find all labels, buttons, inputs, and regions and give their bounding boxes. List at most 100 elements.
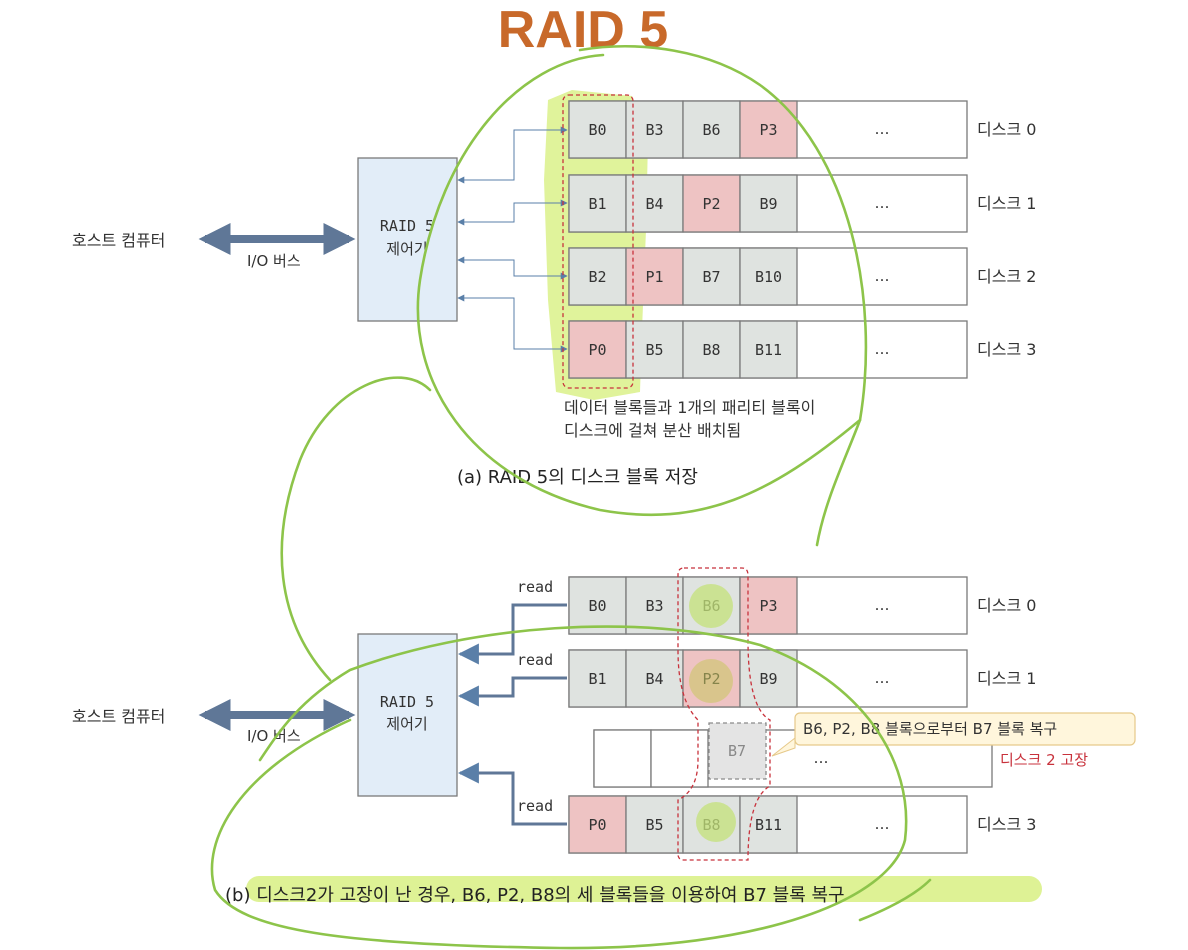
controller-label-line1: RAID 5 <box>380 693 434 711</box>
parity-block <box>625 247 684 306</box>
recovery-callout-text: B6, P2, B8 블록으로부터 B7 블록 복구 <box>803 720 1057 738</box>
recovered-block-b7 <box>708 722 767 780</box>
data-block <box>739 795 798 854</box>
block-label: B3 <box>645 597 663 615</box>
data-block <box>593 729 652 788</box>
block-label: B10 <box>755 268 782 286</box>
data-block <box>739 174 798 233</box>
caption-b: (b) 디스크2가 고장이 난 경우, B6, P2, B8의 세 블록들을 이… <box>225 885 845 906</box>
block-label: B4 <box>645 195 663 213</box>
block-label: B5 <box>645 341 663 359</box>
block-label: B9 <box>759 195 777 213</box>
block-label: B0 <box>588 121 606 139</box>
block-label: B2 <box>588 268 606 286</box>
connector-disk-1 <box>457 199 568 226</box>
disk-label: 디스크 3 <box>977 815 1036 834</box>
block-label: B1 <box>588 195 606 213</box>
block-label: P0 <box>588 816 606 834</box>
data-block <box>739 649 798 708</box>
read-arrow-disk-1 <box>457 676 567 707</box>
data-block <box>682 100 741 159</box>
disk-fault-label: 디스크 2 고장 <box>1000 751 1088 769</box>
disk-label: 디스크 1 <box>977 669 1036 688</box>
block-ellipsis: … <box>875 340 890 358</box>
read-label: read <box>517 797 553 815</box>
recovered-block-label: B7 <box>728 742 746 760</box>
disk-label: 디스크 0 <box>977 596 1036 615</box>
block-ellipsis: … <box>875 194 890 212</box>
annotation-tail-top <box>815 418 862 547</box>
connector-disk-2 <box>457 256 568 280</box>
block-label: P1 <box>645 268 663 286</box>
block-ellipsis: … <box>875 669 890 687</box>
disk-row: B0 B3 B6 P3 … 디스크 0 <box>568 100 1036 159</box>
controller-label-line2: 제어기 <box>386 240 427 258</box>
caption-highlight <box>246 876 1042 902</box>
data-block <box>625 320 684 379</box>
block-label: B3 <box>645 121 663 139</box>
data-block <box>682 247 741 306</box>
block-label: B5 <box>645 816 663 834</box>
data-block <box>568 100 627 159</box>
io-bus-label: I/O 버스 <box>247 727 301 745</box>
data-block <box>682 320 741 379</box>
data-block <box>568 576 627 635</box>
data-block <box>650 729 709 788</box>
block-label: B1 <box>588 670 606 688</box>
disk-label: 디스크 3 <box>977 340 1036 359</box>
disk-label: 디스크 1 <box>977 194 1036 213</box>
highlight-b8 <box>696 802 736 842</box>
block-label: P3 <box>759 597 777 615</box>
annotation-tail-bottom <box>858 878 932 922</box>
connector-disk-3 <box>457 294 568 353</box>
read-label: read <box>517 578 553 596</box>
controller-label-line2: 제어기 <box>386 715 427 733</box>
annotation-loop-top <box>416 45 868 517</box>
annotation-loop-left <box>280 376 432 682</box>
block-ellipsis: … <box>814 749 829 767</box>
parity-block <box>568 320 627 379</box>
annotation-loop-bottom <box>210 625 908 950</box>
block-label: P3 <box>759 121 777 139</box>
raid-controller-box <box>357 157 458 322</box>
block-label: B8 <box>702 341 720 359</box>
block-label: B6 <box>702 121 720 139</box>
host-computer-label: 호스트 컴퓨터 <box>72 231 165 250</box>
disk-label: 디스크 0 <box>977 120 1036 139</box>
block-ellipsis: … <box>875 267 890 285</box>
data-block <box>739 247 798 306</box>
read-label: read <box>517 651 553 669</box>
connector-disk-0 <box>457 126 568 184</box>
block-ellipsis: … <box>875 120 890 138</box>
controller-label-line1: RAID 5 <box>380 217 434 235</box>
data-block <box>625 100 684 159</box>
stripe-dashed-outline <box>562 94 634 389</box>
data-block <box>625 576 684 635</box>
caption-a: (a) RAID 5의 디스크 블록 저장 <box>457 467 698 488</box>
read-arrow-disk-0 <box>457 603 567 665</box>
recovery-stripe-outline <box>677 567 771 861</box>
callout-pointer <box>771 736 796 757</box>
read-arrow-disk-3 <box>457 762 567 826</box>
block-ellipsis: … <box>875 815 890 833</box>
block-label: B11 <box>755 341 782 359</box>
block-label: B9 <box>759 670 777 688</box>
highlight-p2 <box>689 659 733 703</box>
block-label: B4 <box>645 670 663 688</box>
block-label: P2 <box>702 195 720 213</box>
block-label: P0 <box>588 341 606 359</box>
data-block <box>625 174 684 233</box>
hand-drawn-annotations <box>210 45 932 950</box>
block-label: B0 <box>588 597 606 615</box>
block-label: B11 <box>755 816 782 834</box>
distribution-note-line2: 디스크에 걸쳐 분산 배치됨 <box>564 421 741 440</box>
highlight-b6 <box>689 584 733 628</box>
block-label: B7 <box>702 268 720 286</box>
host-computer-label: 호스트 컴퓨터 <box>72 707 165 726</box>
